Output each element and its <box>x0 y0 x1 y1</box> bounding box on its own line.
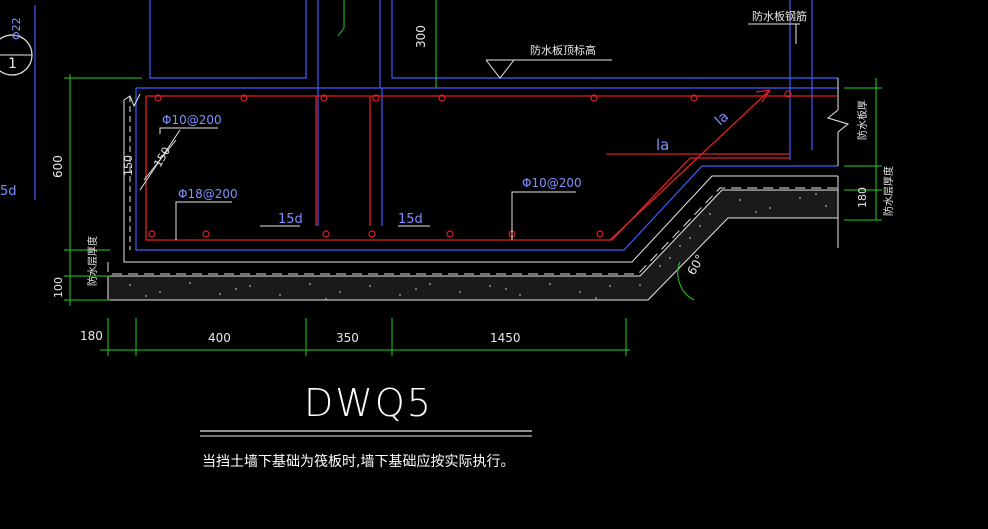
corner-anchor-label: 5d <box>0 184 17 199</box>
cushion-thickness-left-label: 防水层厚度 <box>86 236 99 286</box>
concrete-cushion <box>107 189 839 301</box>
cushion-thickness-right-label: 防水层厚度 <box>882 166 895 216</box>
la-label-diagonal: la <box>712 109 732 129</box>
waterproof-top-level-label: 防水板顶标高 <box>530 43 596 57</box>
elevation-symbol <box>485 23 800 79</box>
dim-600-label: 600 <box>51 155 65 178</box>
leader-lines <box>123 93 576 250</box>
dim-bottom-350-label: 350 <box>336 331 359 345</box>
rebar-label-top: Φ10@200 <box>162 113 222 127</box>
section-marker-number: 1 <box>8 56 17 72</box>
waterproof-thickness-right-label: 防水板厚 <box>856 100 869 140</box>
left-dimension-lines <box>64 74 142 306</box>
rebar-dots <box>148 90 792 238</box>
section-marker: 1 Φ22 <box>0 17 33 76</box>
dim-150-label-b: 150 <box>151 145 173 170</box>
dim-bottom-180-label: 180 <box>80 329 103 343</box>
dim-100-label: 100 <box>52 277 65 298</box>
rebar-lines <box>145 89 838 241</box>
drawing-note: 当挡土墙下基础为筏板时,墙下基础应按实际执行。 <box>202 453 514 470</box>
upper-structure-outline <box>149 0 838 160</box>
dim-300 <box>337 0 437 88</box>
slab-outline <box>135 87 838 251</box>
dim-bottom-1450-label: 1450 <box>490 331 521 345</box>
right-break-line <box>826 78 850 248</box>
corner-rebar-label: Φ22 <box>10 17 23 40</box>
rebar-label-bottom-left: Φ18@200 <box>178 187 238 201</box>
concrete-speckle <box>129 193 827 300</box>
dim-180-right-label: 180 <box>856 187 869 208</box>
bottom-dimension-lines <box>100 318 630 356</box>
anchor-15d-label-b: 15d <box>398 212 423 227</box>
waterproof-rebar-label: 防水板钢筋 <box>752 9 807 23</box>
rebar-label-bottom-right: Φ10@200 <box>522 176 582 190</box>
dim-bottom-400-label: 400 <box>208 331 231 345</box>
waterproof-layer-lines <box>107 100 838 275</box>
angle-arc <box>677 261 695 301</box>
dim-150-label-a: 150 <box>122 155 135 176</box>
dim-300-label: 300 <box>414 25 428 48</box>
drawing-title: DWQ5 <box>304 381 433 425</box>
la-label-horizontal: la <box>656 136 669 154</box>
right-dimension-lines <box>844 78 882 221</box>
anchor-15d-label-a: 15d <box>278 212 303 227</box>
